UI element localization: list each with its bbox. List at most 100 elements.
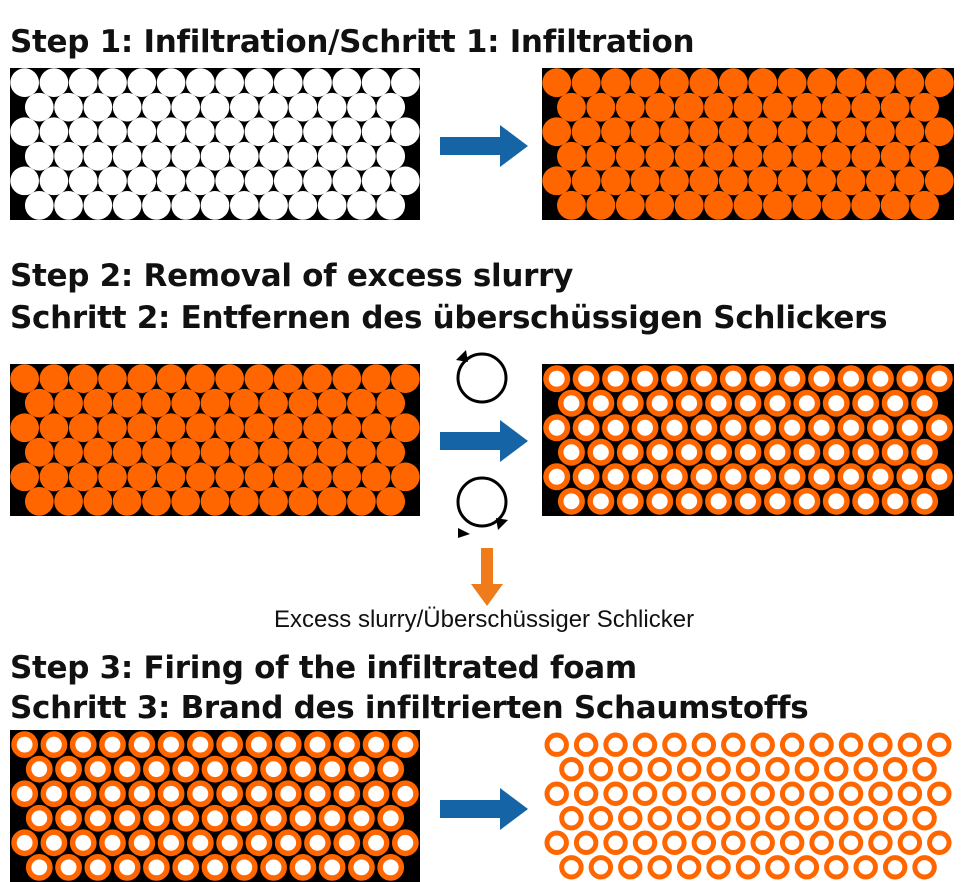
foam-cell bbox=[748, 117, 778, 147]
foam-cell bbox=[347, 487, 376, 516]
foam-cell bbox=[763, 438, 791, 466]
foam-cell bbox=[912, 757, 937, 782]
foam-cell bbox=[10, 413, 39, 443]
foam-cell bbox=[543, 414, 571, 442]
foam-cell bbox=[54, 437, 83, 467]
foam-cell bbox=[718, 117, 748, 147]
foam-cell bbox=[603, 830, 628, 855]
foam-cell bbox=[837, 463, 865, 491]
foam-cell bbox=[676, 806, 702, 831]
foam-cell bbox=[896, 463, 924, 491]
foam-cell bbox=[675, 438, 703, 466]
foam-cell bbox=[676, 757, 702, 782]
foam-cell bbox=[632, 830, 658, 855]
foam-cell bbox=[215, 413, 244, 443]
foam-cell bbox=[543, 365, 571, 393]
foam-cell bbox=[632, 732, 658, 757]
foam-cell bbox=[571, 117, 601, 147]
foam-cell bbox=[391, 731, 419, 759]
foam-cell bbox=[924, 117, 954, 147]
foam-cell bbox=[675, 487, 703, 515]
foam-cell bbox=[750, 732, 775, 757]
foam-cell bbox=[866, 463, 894, 491]
foam-cell bbox=[289, 804, 317, 832]
foam-cell bbox=[98, 166, 127, 196]
foam-cell bbox=[735, 806, 761, 831]
foam-cell bbox=[868, 732, 893, 757]
foam-cell bbox=[273, 166, 303, 196]
foam-cell bbox=[288, 92, 318, 122]
foam-cell bbox=[645, 141, 675, 171]
foam-cell bbox=[361, 68, 391, 97]
foam-cell bbox=[200, 92, 230, 122]
foam-cell bbox=[927, 830, 952, 855]
foam-cell bbox=[662, 781, 687, 806]
foam-cell bbox=[171, 388, 201, 418]
foam-cell bbox=[718, 166, 748, 196]
foam-cell bbox=[911, 438, 939, 466]
foam-cell bbox=[259, 487, 288, 516]
foam-cell bbox=[69, 780, 97, 808]
foam-cell bbox=[171, 487, 201, 516]
foam-cell bbox=[333, 780, 361, 808]
foam-cell bbox=[348, 804, 375, 832]
foam-cell bbox=[588, 757, 614, 782]
foam-cell bbox=[259, 388, 288, 418]
foam-cell bbox=[793, 438, 821, 466]
foam-cell bbox=[55, 755, 82, 783]
foam-cell bbox=[68, 68, 98, 97]
foam-cell bbox=[333, 731, 361, 759]
foam-before-firing bbox=[10, 730, 420, 882]
foam-cell bbox=[897, 830, 923, 855]
foam-cell bbox=[391, 68, 420, 97]
foam-cell bbox=[347, 141, 376, 171]
foam-cell bbox=[376, 92, 406, 122]
foam-cell bbox=[112, 141, 142, 171]
foam-cell bbox=[824, 757, 849, 782]
foam-cell bbox=[880, 92, 910, 122]
foam-cell bbox=[229, 92, 259, 122]
foam-cell bbox=[734, 389, 762, 417]
foam-cell bbox=[763, 190, 792, 220]
foam-cell bbox=[587, 438, 615, 466]
foam-cell bbox=[836, 117, 866, 147]
foam-cell bbox=[259, 437, 288, 467]
foam-cell bbox=[927, 732, 952, 757]
foam-cell bbox=[777, 166, 807, 196]
foam-cell bbox=[288, 437, 318, 467]
foam-cell bbox=[274, 780, 302, 808]
foam-cell bbox=[113, 853, 141, 881]
foam-cell bbox=[143, 804, 170, 832]
foam-cell bbox=[99, 829, 126, 857]
foam-cell bbox=[333, 829, 361, 857]
foam-cell bbox=[317, 437, 347, 467]
foam-cell bbox=[128, 731, 156, 759]
foam-cell bbox=[573, 781, 599, 806]
foam-cell bbox=[837, 414, 865, 442]
foam-cell bbox=[377, 853, 405, 881]
foam-cell bbox=[572, 414, 600, 442]
foam-cell bbox=[259, 141, 288, 171]
foam-cell bbox=[542, 166, 572, 196]
foam-cell bbox=[824, 855, 849, 880]
foam-cell bbox=[391, 364, 420, 393]
foam-cell bbox=[794, 757, 820, 782]
foam-cell bbox=[706, 855, 731, 880]
foam-cell bbox=[83, 388, 113, 418]
foam-cell bbox=[201, 755, 229, 783]
foam-cell bbox=[186, 413, 215, 443]
foam-cell bbox=[127, 68, 157, 97]
foam-cell bbox=[112, 388, 142, 418]
foam-cell bbox=[646, 438, 674, 466]
foam-cell bbox=[719, 414, 747, 442]
foam-cell bbox=[763, 141, 792, 171]
foam-cell bbox=[391, 780, 419, 808]
foam-cell bbox=[288, 141, 318, 171]
foam-cell bbox=[377, 804, 405, 832]
foam-cell bbox=[618, 855, 643, 880]
foam-cell bbox=[215, 462, 244, 492]
step3-title-en: Step 3: Firing of the infiltrated foam bbox=[10, 650, 637, 686]
foam-cell bbox=[868, 781, 893, 806]
foam-cell bbox=[361, 117, 391, 147]
foam-cell bbox=[54, 487, 83, 516]
